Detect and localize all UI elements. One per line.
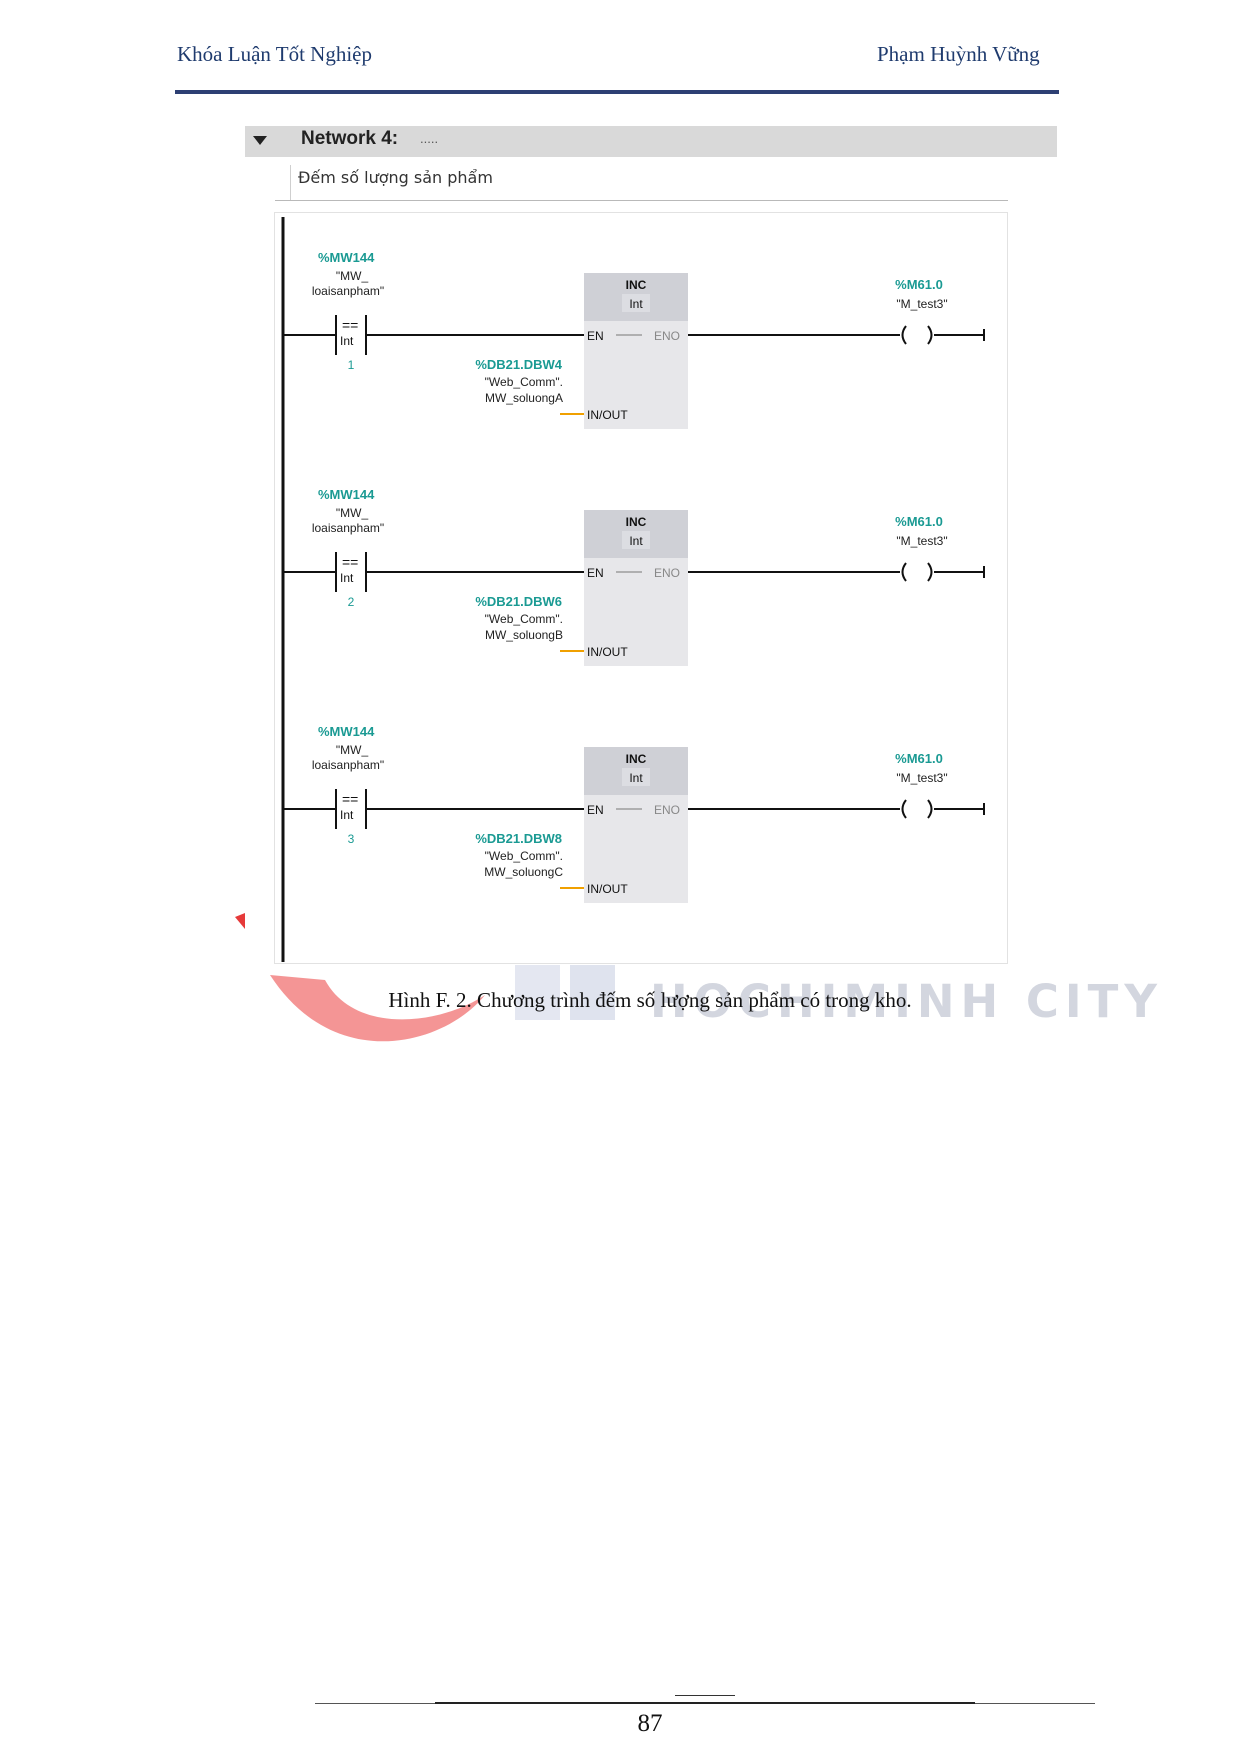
contact-tag: loaisanpham" (312, 521, 384, 535)
inc-type-badge[interactable] (622, 768, 650, 786)
contact-tag: loaisanpham" (312, 284, 384, 298)
watermark-logo-swoosh (270, 975, 485, 1042)
pin-eno: ENO (654, 329, 680, 343)
compare-symbol: == (342, 554, 358, 570)
contact-tag: "MW_ (336, 269, 369, 283)
coil-tag: "M_test3" (896, 534, 947, 548)
coil-left-paren[interactable] (901, 325, 907, 345)
pin-inout: IN/OUT (587, 645, 628, 659)
compare-symbol: == (342, 317, 358, 333)
block-type: Int (629, 297, 643, 311)
header-left: Khóa Luận Tốt Nghiệp (177, 42, 372, 66)
inout-tag: "Web_Comm". (485, 375, 563, 389)
inout-address[interactable]: %DB21.DBW4 (475, 357, 562, 372)
inout-address[interactable]: %DB21.DBW6 (475, 594, 562, 609)
footer-rule-short (675, 1695, 735, 1696)
coil-left-paren[interactable] (901, 562, 907, 582)
contact-tag: "MW_ (336, 506, 369, 520)
coil-right-paren[interactable] (927, 325, 933, 345)
figure-caption: Hình F. 2. Chương trình đếm số lượng sản… (388, 988, 912, 1012)
coil-address[interactable]: %M61.0 (895, 277, 943, 292)
comment-divider (275, 200, 1008, 201)
inout-address[interactable]: %DB21.DBW8 (475, 831, 562, 846)
pin-inout: IN/OUT (587, 408, 628, 422)
rung: %MW144 "MW_ loaisanpham" == Int 2 INC In… (283, 487, 985, 666)
block-type: Int (629, 771, 643, 785)
block-type: Int (629, 534, 643, 548)
contact-tag: "MW_ (336, 743, 369, 757)
contact-address[interactable]: %MW144 (318, 250, 375, 265)
coil-address[interactable]: %M61.0 (895, 751, 943, 766)
block-name: INC (626, 515, 647, 529)
network-comment-box[interactable] (290, 165, 1009, 201)
compare-value[interactable]: 2 (348, 595, 355, 609)
coil-right-paren[interactable] (927, 562, 933, 582)
pin-en: EN (587, 329, 604, 343)
network-comment: Đếm số lượng sản phẩm (298, 168, 493, 187)
inc-type-badge[interactable] (622, 294, 650, 312)
coil-tag: "M_test3" (896, 771, 947, 785)
watermark-logo-block (570, 965, 615, 1020)
header-rule (175, 90, 1059, 94)
watermark-logo (235, 913, 615, 1042)
pin-eno: ENO (654, 566, 680, 580)
contact-tag: loaisanpham" (312, 758, 384, 772)
inc-type-badge[interactable] (622, 531, 650, 549)
watermark-logo-block (515, 965, 560, 1020)
coil-left-paren[interactable] (901, 799, 907, 819)
compare-value[interactable]: 3 (348, 832, 355, 846)
watermark-logo-mark (235, 913, 245, 929)
network-title-placeholder: ..... (420, 131, 439, 146)
collapse-triangle-icon[interactable] (253, 136, 267, 145)
page-number: 87 (637, 1710, 663, 1737)
pin-eno: ENO (654, 803, 680, 817)
compare-type: Int (340, 334, 354, 348)
network-title: Network 4: (301, 128, 399, 149)
compare-type: Int (340, 571, 354, 585)
network-header-bar[interactable] (245, 126, 1057, 157)
contact-address[interactable]: %MW144 (318, 724, 375, 739)
compare-type: Int (340, 808, 354, 822)
header-right: Phạm Huỳnh Vững (877, 42, 1040, 66)
compare-value[interactable]: 1 (348, 358, 355, 372)
inout-tag: MW_soluongB (485, 628, 563, 642)
compare-symbol: == (342, 791, 358, 807)
rung: %MW144 "MW_ loaisanpham" == Int 3 INC In… (283, 724, 985, 903)
inout-tag: "Web_Comm". (485, 849, 563, 863)
ladder-diagram: %MW144 "MW_ loaisanpham" == Int 1 INC In… (281, 217, 985, 962)
inout-tag: "Web_Comm". (485, 612, 563, 626)
block-name: INC (626, 278, 647, 292)
pin-inout: IN/OUT (587, 882, 628, 896)
block-name: INC (626, 752, 647, 766)
coil-address[interactable]: %M61.0 (895, 514, 943, 529)
footer-rule-bold (435, 1702, 975, 1704)
pin-en: EN (587, 803, 604, 817)
inout-tag: MW_soluongA (485, 391, 563, 405)
contact-address[interactable]: %MW144 (318, 487, 375, 502)
inout-tag: MW_soluongC (484, 865, 563, 879)
coil-right-paren[interactable] (927, 799, 933, 819)
pin-en: EN (587, 566, 604, 580)
coil-tag: "M_test3" (896, 297, 947, 311)
watermark-text: HOCHIMINH CITY (650, 975, 1163, 1028)
rung: %MW144 "MW_ loaisanpham" == Int 1 INC In… (283, 250, 985, 429)
